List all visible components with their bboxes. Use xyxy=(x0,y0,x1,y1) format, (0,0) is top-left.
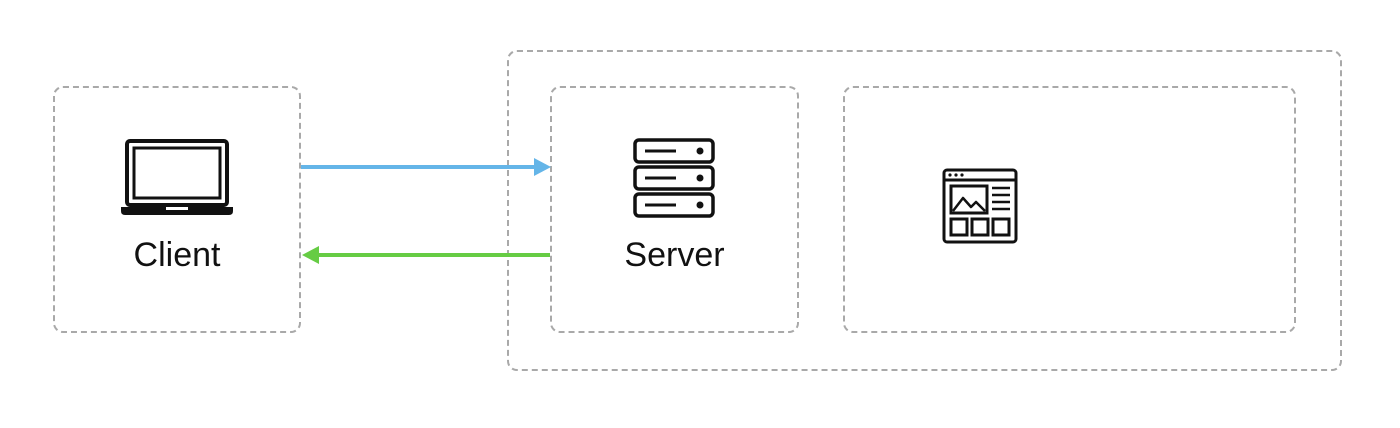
response-arrow xyxy=(302,246,550,264)
client-label: Client xyxy=(133,236,221,274)
server-side-group xyxy=(507,50,1342,371)
request-arrow xyxy=(301,158,551,176)
client-node xyxy=(53,86,301,333)
laptop-icon xyxy=(121,139,233,215)
server-label: Server xyxy=(624,236,725,274)
server-icon xyxy=(633,138,715,218)
server-node xyxy=(550,86,799,333)
webpage-node xyxy=(843,86,1296,333)
webpage-icon xyxy=(942,168,1018,244)
